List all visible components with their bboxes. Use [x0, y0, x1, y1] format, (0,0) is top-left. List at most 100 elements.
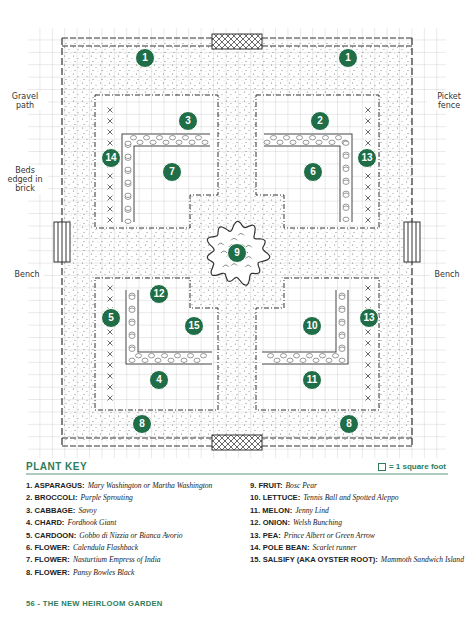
- leaf-stroke: [223, 265, 229, 267]
- cobble: [339, 308, 345, 312]
- cobble: [125, 154, 131, 158]
- key-variety: Savoy: [78, 507, 96, 516]
- cobble: [310, 136, 316, 140]
- cobble: [168, 358, 174, 362]
- pear-tree: [207, 221, 269, 285]
- garden-beds: [95, 95, 379, 410]
- row-mark: [366, 297, 371, 302]
- callout-number-text: 10: [306, 321, 317, 331]
- brick-outline: [128, 140, 210, 222]
- cobble: [142, 358, 148, 362]
- row-mark: [366, 374, 371, 379]
- row-mark: [366, 196, 371, 201]
- bench: [54, 222, 70, 262]
- key-plant-name: 8. FLOWER:: [26, 569, 70, 578]
- key-plant-name: 3. CABBAGE:: [26, 507, 75, 516]
- cobble: [326, 358, 332, 362]
- callout-number: 8: [132, 414, 152, 434]
- cobble: [343, 141, 349, 145]
- cobble: [294, 354, 300, 358]
- brick-row: [264, 140, 346, 222]
- row-mark: [108, 396, 113, 401]
- cobble: [268, 354, 274, 358]
- cobble: [129, 321, 135, 325]
- cobble: [287, 358, 293, 362]
- brick-outline: [262, 290, 342, 358]
- annotation: Bench: [430, 270, 464, 279]
- key-plant-name: 9. FRUIT:: [250, 482, 282, 491]
- gravel-path: [62, 42, 412, 442]
- key-plant-name: 4. CHARD:: [26, 519, 64, 528]
- callout-number-text: 6: [310, 167, 316, 177]
- callout-number: 4: [149, 370, 169, 390]
- cobble: [129, 295, 135, 299]
- callout-number: 11: [302, 370, 322, 390]
- row-mark: [108, 130, 113, 135]
- callout-number: 1: [135, 48, 155, 68]
- cobble: [313, 358, 319, 362]
- cobble: [343, 180, 349, 184]
- cobble: [284, 136, 290, 140]
- row-mark: [366, 174, 371, 179]
- cobble: [155, 358, 161, 362]
- cobble: [202, 140, 208, 144]
- callout-number-text: 1: [345, 53, 351, 63]
- callout-number: 12: [149, 284, 169, 304]
- cobble: [196, 136, 202, 140]
- row-mark: [366, 130, 371, 135]
- cobble: [329, 140, 335, 144]
- key-variety: Mary Washington or Martha Washington: [88, 482, 213, 491]
- key-plant-name: 10. LETTUCE:: [250, 494, 300, 503]
- annotation: Bench: [10, 270, 44, 279]
- brick-row: [132, 290, 212, 358]
- cobble: [157, 136, 163, 140]
- row-mark: [108, 374, 113, 379]
- callout-number: 14: [101, 148, 121, 168]
- row-marks: [108, 108, 371, 401]
- cobble: [144, 136, 150, 140]
- key-variety: Purple Sprouting: [80, 494, 132, 503]
- row-mark: [108, 286, 113, 291]
- leaf-stroke: [245, 265, 251, 267]
- cobble: [343, 154, 349, 158]
- key-variety: Prince Albert or Green Arrow: [284, 532, 375, 541]
- gate: [212, 435, 262, 450]
- key-variety: Tennis Ball and Spotted Aleppo: [303, 494, 398, 503]
- cobble: [274, 358, 280, 362]
- callout-number: 10: [302, 316, 322, 336]
- key-variety: Scarlet runner: [313, 544, 357, 553]
- cobble: [163, 140, 169, 144]
- cobble: [129, 347, 135, 351]
- callout-number-text: 1: [142, 53, 148, 63]
- cobble: [183, 136, 189, 140]
- callout-number-text: 13: [361, 153, 372, 163]
- page-footer: 56 - THE NEW HEIRLOOM GARDEN: [26, 600, 163, 609]
- cobble: [137, 140, 143, 144]
- callout-number: 6: [303, 162, 323, 182]
- cobble: [339, 358, 345, 362]
- cobble: [271, 136, 277, 140]
- cobble: [342, 140, 348, 144]
- cobble: [323, 136, 329, 140]
- cobble: [343, 167, 349, 171]
- callout-number-text: 5: [108, 313, 114, 323]
- leaf-stroke: [218, 243, 224, 245]
- key-plant-name: 12. ONION:: [250, 519, 290, 528]
- cobble: [343, 217, 349, 221]
- callout-number: 1: [338, 48, 358, 68]
- cobble: [162, 354, 168, 358]
- leaf-stroke: [246, 245, 252, 247]
- callout-number: 8: [339, 414, 359, 434]
- cobble: [125, 219, 131, 223]
- cobble: [125, 193, 131, 197]
- callout-number-text: 15: [188, 321, 199, 331]
- cobble: [300, 358, 306, 362]
- grid-ground: [28, 28, 446, 458]
- leaf-stroke: [231, 238, 237, 240]
- shrub-outline: [207, 221, 269, 285]
- brick-outline: [132, 290, 212, 358]
- cobble: [149, 354, 155, 358]
- cobble: [136, 354, 142, 358]
- key-plant-name: 5. CARDOON:: [26, 532, 76, 541]
- cobble: [170, 136, 176, 140]
